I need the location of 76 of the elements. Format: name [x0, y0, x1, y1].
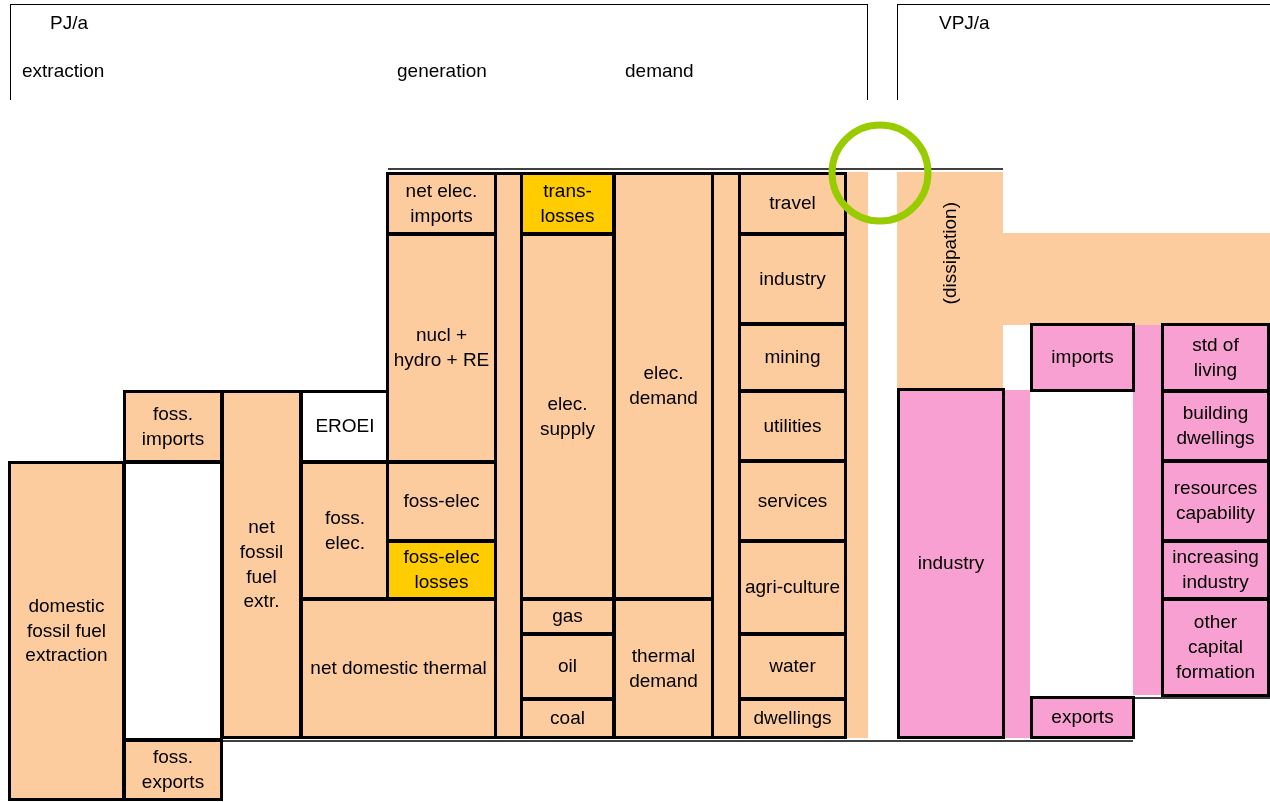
energy-block: [520, 698, 615, 739]
energy-block: [300, 598, 497, 739]
energy-block: [520, 633, 615, 700]
block-label: foss. elec.: [323, 505, 367, 555]
unit-label: VPJ/a: [938, 11, 991, 35]
block-label: foss. exports: [140, 745, 206, 794]
block-label: mining: [763, 345, 822, 370]
block-label: other capital formation: [1174, 610, 1257, 684]
energy-block: [738, 172, 847, 235]
block-label: gas: [551, 604, 584, 629]
block-label: elec. supply: [539, 391, 596, 441]
block-label: services: [756, 488, 829, 513]
energy-block: [738, 540, 847, 635]
stage-label: extraction: [21, 59, 106, 83]
block-label: industry: [916, 551, 986, 576]
block-label: utilities: [762, 413, 823, 438]
energy-block: [221, 390, 302, 739]
block-label: foss-elec: [402, 489, 481, 514]
energy-block: [738, 698, 847, 739]
block-label: oil: [557, 654, 578, 679]
block-label: net fossil fuel extr.: [238, 515, 285, 614]
energy-block: [1030, 323, 1135, 392]
energy-block: [738, 323, 847, 392]
block-label: building dwellings: [1175, 401, 1256, 450]
block-label: std of living: [1191, 332, 1240, 382]
block-label: foss-elec losses: [402, 545, 481, 594]
unit-label: PJ/a: [49, 11, 90, 35]
block-label: coal: [549, 706, 586, 731]
block-label: imports: [1050, 345, 1115, 370]
block-label: domestic fossil fuel extraction: [24, 593, 109, 668]
energy-block: [613, 598, 714, 739]
block-label: increasing industry: [1171, 545, 1260, 594]
energy-block: [386, 540, 497, 600]
energy-block: [520, 598, 615, 635]
block-label: elec. demand: [628, 361, 699, 410]
energy-block: [897, 388, 1005, 739]
energy-block: [738, 460, 847, 542]
energy-block: [8, 461, 125, 801]
energy-block: [386, 233, 497, 463]
energy-block: [738, 233, 847, 325]
block-label: exports: [1050, 705, 1115, 730]
energy-block: [1161, 540, 1270, 600]
block-label: net domestic thermal: [309, 656, 488, 681]
stage-label: generation: [396, 59, 488, 83]
thin-bar: [495, 172, 522, 739]
energy-block: [613, 172, 714, 600]
thin-bar: [712, 172, 740, 739]
block-label: water: [768, 654, 817, 679]
block-label: travel: [768, 191, 817, 216]
energy-block: [123, 390, 223, 463]
header-frame: [10, 4, 868, 100]
energy-block: [1161, 598, 1270, 697]
block-label: (dissipation): [938, 202, 961, 305]
block-label: agri-culture: [743, 575, 841, 600]
block-label: industry: [758, 266, 827, 291]
energy-block: [386, 461, 497, 542]
block-label: trans-losses: [539, 178, 596, 228]
energy-block: [1161, 460, 1270, 542]
block-label: nucl + hydro + RE: [392, 323, 491, 372]
energy-block: [123, 739, 223, 801]
block-label: resources capability: [1172, 476, 1259, 525]
header-frame: [897, 4, 1270, 100]
energy-block: [520, 233, 615, 600]
energy-block: [1161, 323, 1270, 392]
energy-block: [1030, 696, 1135, 739]
block-label: foss. imports: [140, 401, 206, 451]
block-label: dwellings: [752, 706, 833, 731]
energy-block: [1161, 390, 1270, 462]
block-label: thermal demand: [628, 643, 699, 693]
stage-label: demand: [624, 59, 695, 83]
energy-block: [520, 172, 615, 235]
energy-block: [386, 172, 497, 235]
block-label: net elec. imports: [404, 178, 479, 228]
energy-block: [738, 633, 847, 700]
energy-block: [738, 390, 847, 462]
block-label: EROEI: [314, 414, 376, 439]
